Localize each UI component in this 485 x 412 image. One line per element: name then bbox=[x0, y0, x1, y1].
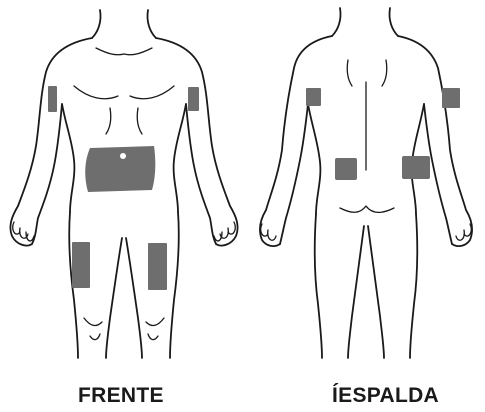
front-left-arm-inner bbox=[32, 104, 62, 244]
front-left-leg-inner bbox=[106, 238, 122, 358]
back-torso-left bbox=[308, 104, 320, 214]
back-left-leg-outer bbox=[315, 214, 322, 358]
back-right-flank-zone bbox=[402, 156, 430, 179]
front-right-hand bbox=[214, 222, 235, 241]
front-right-leg-inner bbox=[126, 238, 142, 358]
front-right-knee bbox=[146, 318, 164, 340]
front-neck-left bbox=[92, 10, 101, 38]
back-view-label: ÍESPALDA bbox=[332, 384, 439, 408]
front-navel bbox=[120, 153, 126, 159]
front-torso-right bbox=[174, 104, 186, 212]
back-left-leg-inner bbox=[348, 226, 364, 358]
back-left-shoulder-blade bbox=[347, 60, 352, 86]
front-right-arm-zone bbox=[188, 87, 199, 111]
front-right-leg-outer bbox=[170, 212, 179, 358]
front-left-knee bbox=[84, 318, 102, 340]
back-left-hand bbox=[261, 224, 276, 240]
front-torso-left bbox=[62, 104, 74, 212]
back-right-leg-inner bbox=[368, 226, 384, 358]
front-left-arm-zone bbox=[48, 86, 57, 112]
front-neck-right bbox=[147, 10, 156, 38]
front-view-label: FRENTE bbox=[78, 384, 164, 408]
back-right-leg-outer bbox=[410, 214, 417, 358]
front-right-thigh-zone bbox=[148, 243, 167, 290]
back-left-arm-outer bbox=[260, 36, 332, 246]
back-gluteal-line bbox=[340, 206, 394, 212]
back-right-arm-zone bbox=[442, 88, 460, 108]
back-right-hand bbox=[456, 224, 471, 240]
front-left-arm-outer bbox=[10, 38, 92, 246]
back-left-arm-zone bbox=[306, 88, 321, 106]
back-right-arm-outer bbox=[398, 36, 472, 246]
back-right-shoulder-blade bbox=[382, 60, 387, 86]
back-neck-left bbox=[332, 8, 341, 36]
front-chest-right bbox=[130, 86, 174, 99]
back-neck-right bbox=[389, 8, 398, 36]
front-right-arm-outer bbox=[156, 38, 238, 246]
front-right-arm-inner bbox=[186, 104, 216, 244]
front-left-thigh-zone bbox=[72, 242, 90, 288]
back-body-figure bbox=[240, 0, 485, 360]
front-body-figure bbox=[0, 0, 245, 360]
front-left-hand bbox=[13, 222, 34, 241]
front-abdomen-zone bbox=[85, 146, 155, 192]
back-left-flank-zone bbox=[335, 158, 357, 180]
front-collar bbox=[96, 48, 152, 55]
front-chest-left bbox=[74, 86, 118, 99]
front-ribs bbox=[106, 108, 142, 134]
